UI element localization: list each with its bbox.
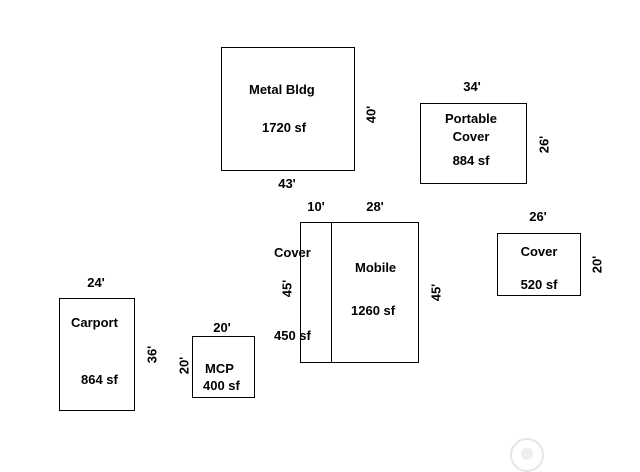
carport-box [59,298,135,411]
mobile-label: Mobile [355,260,397,275]
cover-mobile-box [300,222,419,363]
cover-width: 10' [307,199,325,214]
carport-width: 24' [87,275,105,290]
circle-logo-icon [510,438,544,472]
cover-right-width: 26' [529,209,547,224]
cover-right-name: Cover [520,244,558,259]
mcp-width: 20' [213,320,231,335]
mcp-name: MCP [205,361,234,376]
portable-cover-width: 34' [463,79,481,94]
cover-right-box [497,233,581,296]
carport-depth: 36' [144,345,160,364]
carport-area: 864 sf [81,372,118,387]
portable-cover-name-line1: Portable [444,111,497,126]
metal-bldg-depth: 40' [363,105,379,124]
mobile-depth: 45' [428,283,444,302]
metal-bldg-box [221,47,355,171]
portable-cover-name-line2: Cover [452,129,490,144]
mobile-area: 1260 sf [351,303,396,318]
mcp-area: 400 sf [203,378,240,393]
cover-label: Cover [274,245,311,260]
cover-area: 450 sf [274,328,311,343]
mobile-width: 28' [366,199,384,214]
cover-right-depth: 20' [589,255,605,274]
cover-depth: 45' [279,279,295,298]
mcp-box [192,336,255,398]
metal-bldg-area: 1720 sf [262,120,307,135]
cover-right-area: 520 sf [520,277,558,292]
metal-bldg-width: 43' [278,176,296,191]
cover-mobile-divider [331,223,332,362]
carport-name: Carport [71,315,118,330]
mcp-depth: 20' [176,356,192,375]
portable-cover-depth: 26' [536,135,552,154]
portable-cover-area: 884 sf [452,153,490,168]
metal-bldg-name: Metal Bldg [249,82,315,97]
portable-cover-box [420,103,527,184]
